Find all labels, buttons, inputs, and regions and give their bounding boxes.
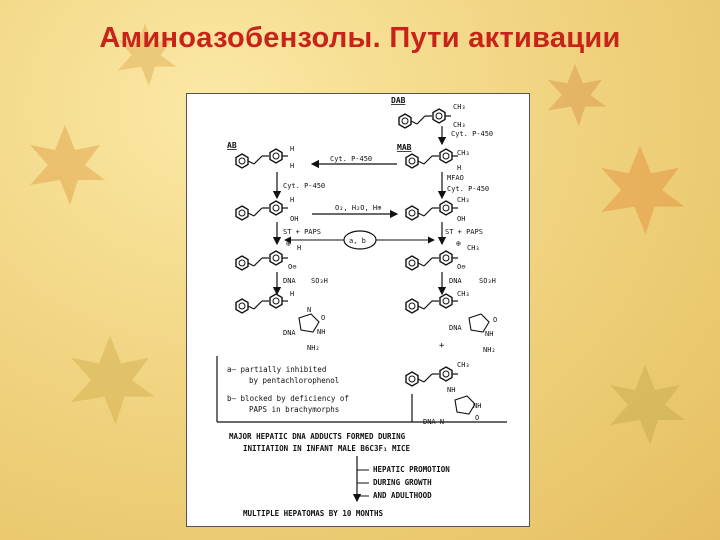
substituent-o: O [493, 316, 497, 324]
substituent-plus-charge: ⊕ [286, 239, 291, 248]
autumn-leaf-icon [610, 365, 685, 445]
label-dna: DNA [283, 329, 296, 337]
inhibitor-node-label: a, b [349, 237, 366, 245]
promotion-line1: HEPATIC PROMOTION [373, 465, 450, 474]
substituent-oh: OH [457, 215, 465, 223]
label-cyt-p450: Cyt. P-450 [447, 185, 489, 193]
note-b-line1: b– blocked by deficiency of [227, 394, 349, 403]
summary-line2: INITIATION IN INFANT MALE B6C3F₁ MICE [243, 444, 411, 453]
label-nh: NH [485, 330, 493, 338]
compound-label-mab: MAB [397, 143, 412, 152]
note-a-line1: a– partially inhibited [227, 365, 326, 374]
substituent-h: H [290, 162, 294, 170]
label-so3h: SO₃H [479, 277, 496, 285]
outcome-label: MULTIPLE HEPATOMAS BY 10 MONTHS [243, 509, 383, 518]
summary-line1: MAJOR HEPATIC DNA ADDUCTS FORMED DURING [229, 432, 406, 441]
label-nh2: NH₂ [307, 344, 320, 352]
label-nh: NH [317, 328, 325, 336]
substituent-ch3: CH₃ [457, 149, 470, 157]
promotion-line2: DURING GROWTH [373, 478, 432, 487]
substituent-ch3: CH₃ [453, 103, 466, 111]
autumn-leaf-icon [117, 23, 177, 87]
autumn-leaf-icon [601, 145, 685, 235]
substituent-o: O [321, 314, 325, 322]
label-cyt-p450: Cyt. P-450 [330, 155, 372, 163]
substituent-o: O [475, 414, 479, 422]
label-st-paps: ST + PAPS [283, 228, 321, 236]
label-o2-h2o-h: O₂, H₂O, H⊕ [335, 204, 382, 212]
substituent-ch3: CH₃ [457, 290, 470, 298]
promotion-line3: AND ADULTHOOD [373, 491, 432, 500]
diagram-panel: DAB CH₃ CH₃ Cyt. P-450 AB H H MAB CH₃ H … [186, 93, 530, 527]
autumn-leaf-icon [71, 335, 155, 425]
label-dna: DNA [283, 277, 296, 285]
substituent-oh: OH [290, 215, 298, 223]
substituent-ch3: CH₃ [457, 196, 470, 204]
note-a-line2: by pentachlorophenol [249, 376, 339, 385]
label-nh: NH [473, 402, 481, 410]
substituent-n: N [307, 306, 311, 314]
label-st-paps: ST + PAPS [445, 228, 483, 236]
label-dna: DNA [449, 277, 462, 285]
substituent-h: H [297, 244, 301, 252]
substituent-o-minus: O⊖ [457, 263, 465, 271]
label-dna: DNA [449, 324, 462, 332]
substituent-o-minus: O⊖ [288, 263, 296, 271]
autumn-leaf-icon [547, 63, 607, 127]
label-cyt-p450: Cyt. P-450 [451, 130, 493, 138]
substituent-plus-charge: ⊕ [456, 239, 461, 248]
substituent-h: H [290, 145, 294, 153]
substituent-ch3: CH₃ [457, 361, 470, 369]
substituent-h: H [290, 196, 294, 204]
label-mfao: MFAO [447, 174, 464, 182]
compound-label-dab: DAB [391, 96, 406, 105]
autumn-leaf-icon [30, 125, 105, 205]
substituent-ch3: CH₃ [453, 121, 466, 129]
label-cyt-p450: Cyt. P-450 [283, 182, 325, 190]
slide-title: Аминоазобензолы. Пути активации [99, 22, 621, 54]
activation-pathway-diagram: DAB CH₃ CH₃ Cyt. P-450 AB H H MAB CH₃ H … [216, 96, 507, 518]
compound-label-ab: AB [227, 141, 237, 150]
substituent-h: H [290, 290, 294, 298]
label-plus: + [439, 341, 445, 351]
substituent-h: H [457, 164, 461, 172]
label-nh2: NH₂ [483, 346, 496, 354]
substituent-ch3: CH₃ [467, 244, 480, 252]
label-nh: NH [447, 386, 455, 394]
label-so3h: SO₃H [311, 277, 328, 285]
note-b-line2: PAPS in brachymorphs [249, 405, 339, 414]
